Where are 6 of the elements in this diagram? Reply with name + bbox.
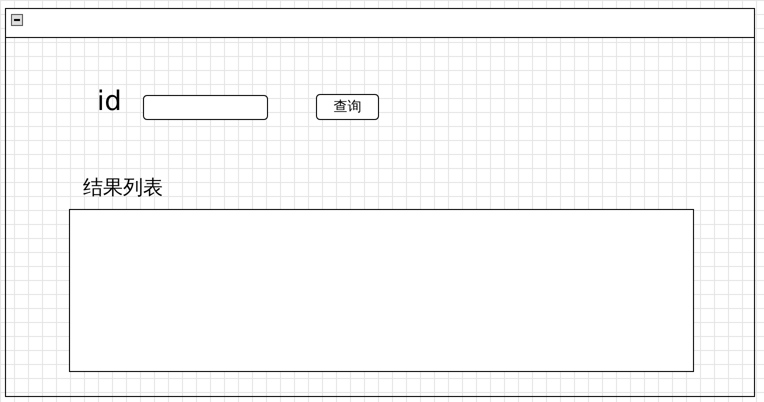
field-label: id <box>97 86 122 117</box>
window-frame <box>5 8 755 397</box>
query-button: 查询 <box>316 94 379 120</box>
result-list-box <box>69 209 694 372</box>
input-field <box>143 95 268 120</box>
section-heading: 结果列表 <box>83 174 163 201</box>
